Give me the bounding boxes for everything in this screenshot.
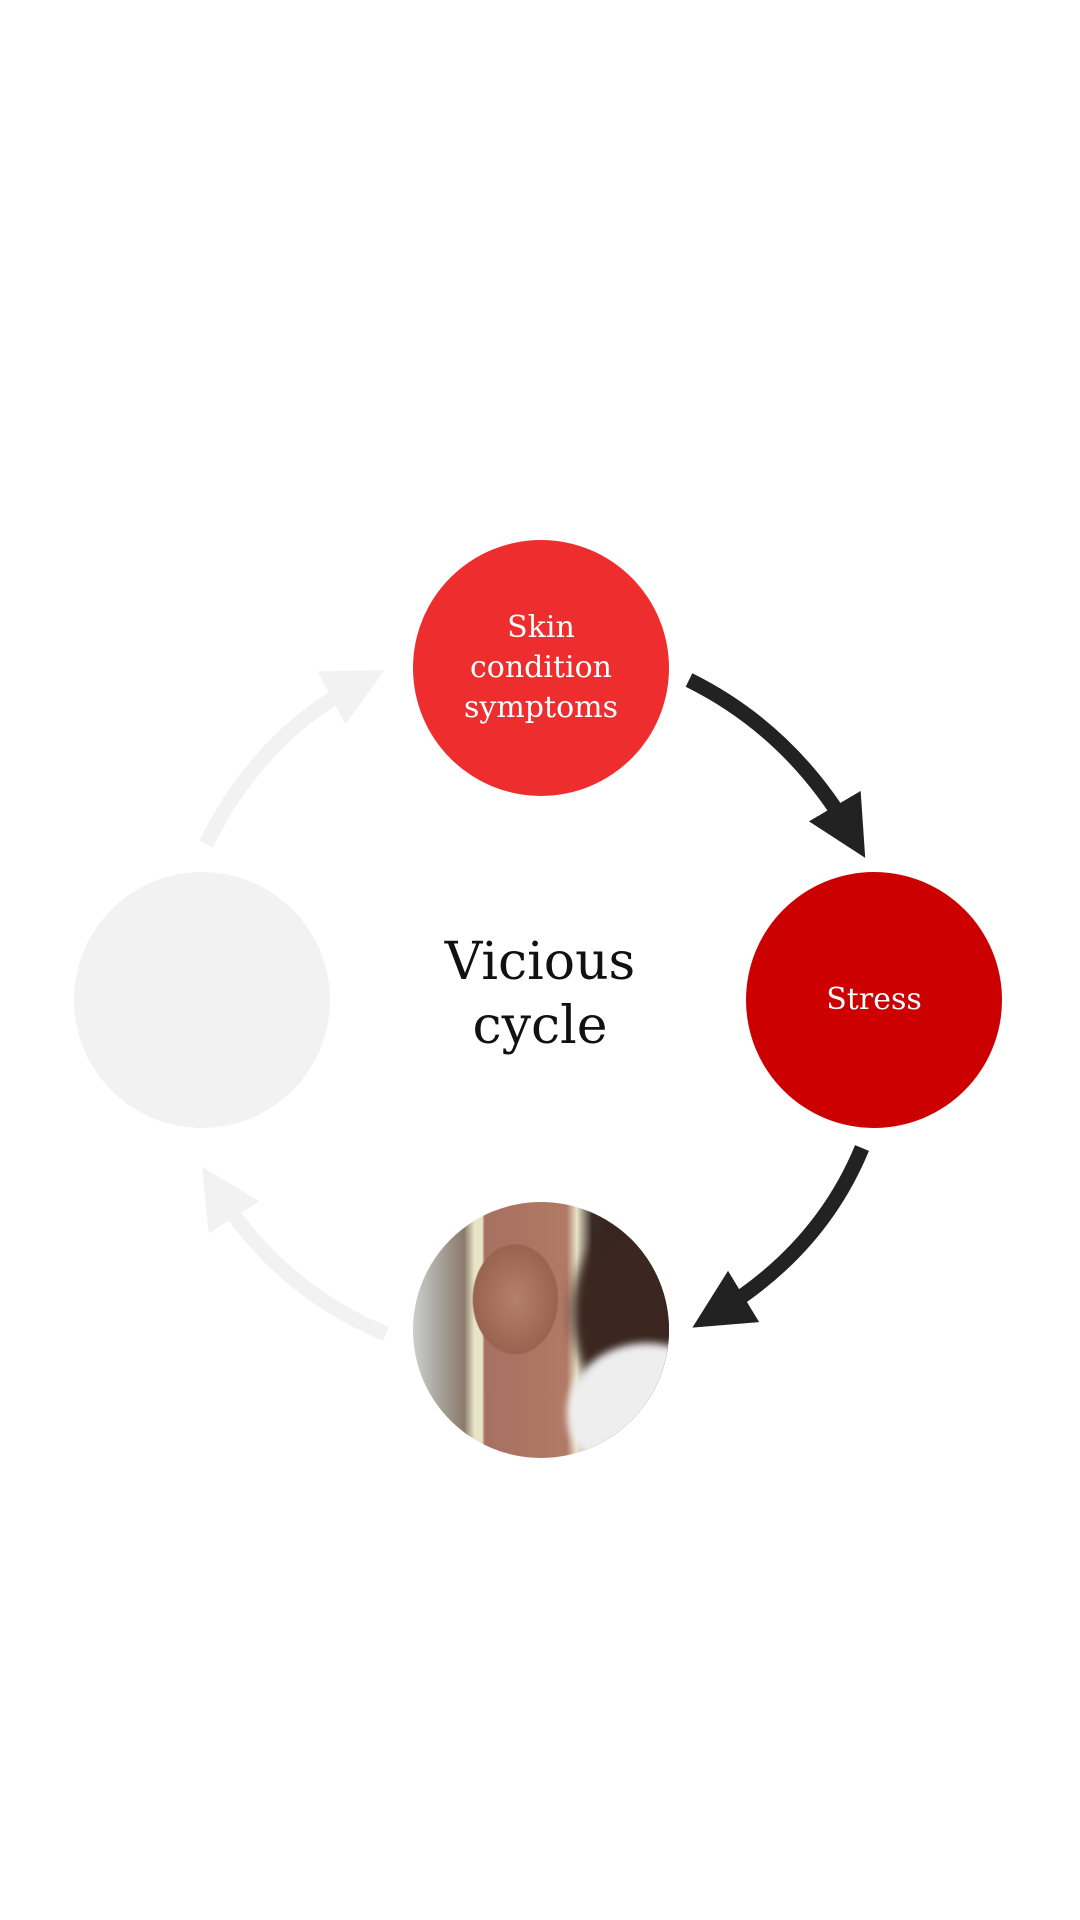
node-label-line: condition — [469, 650, 613, 685]
node-skin-condition-symptoms: Skin condition symptoms — [413, 540, 669, 796]
center-title-line: Vicious — [444, 932, 636, 992]
node-stress: Stress — [746, 872, 1002, 1128]
arrow-photo-to-empty — [201, 1166, 389, 1341]
node-photo-mirror — [413, 1202, 669, 1458]
center-title: Vicious cycle — [390, 930, 690, 1058]
arrow-symptoms-to-stress — [685, 673, 866, 858]
node-empty — [74, 872, 330, 1128]
center-title-line: cycle — [472, 996, 608, 1056]
node-label-line: symptoms — [464, 690, 618, 725]
arrow-empty-to-symptoms — [199, 670, 385, 848]
arrow-stress-to-photo — [692, 1145, 869, 1328]
node-label-line: Skin — [507, 610, 575, 645]
node-label: Stress — [826, 982, 922, 1017]
